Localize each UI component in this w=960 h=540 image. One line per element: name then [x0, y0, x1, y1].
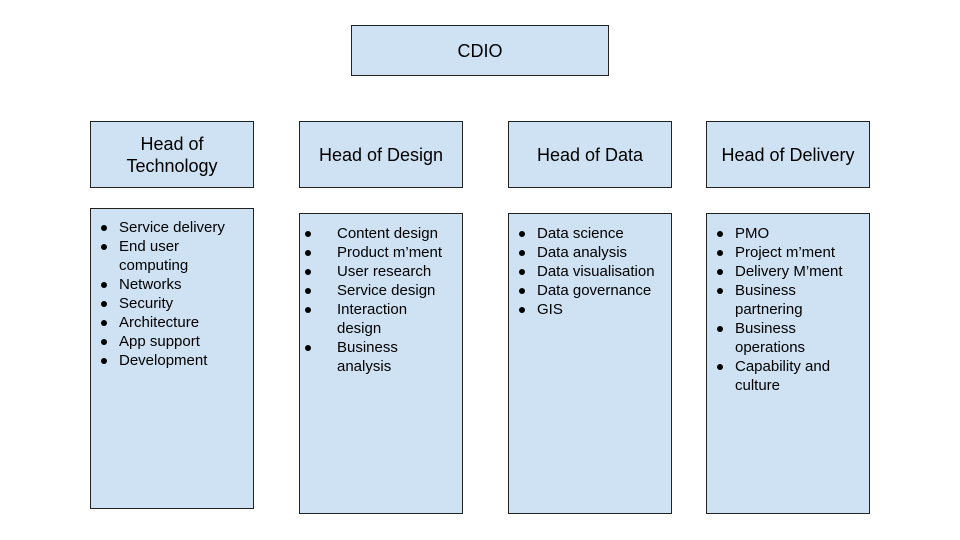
list-item: Data science: [519, 224, 671, 243]
bullet-icon: [101, 225, 107, 231]
list-item: Data governance: [519, 281, 671, 300]
bullet-icon: [717, 326, 723, 332]
list-item: User research: [305, 262, 455, 281]
design-responsibilities-box: Content design Product m’ment User resea…: [299, 213, 463, 514]
list-item: Business analysis: [305, 338, 412, 376]
cdio-box: CDIO: [351, 25, 609, 76]
bullet-icon: [305, 250, 311, 256]
design-responsibilities-list: Content design Product m’ment User resea…: [300, 214, 455, 376]
list-item: Networks: [101, 275, 237, 294]
bullet-icon: [717, 231, 723, 237]
bullet-icon: [101, 244, 107, 250]
bullet-icon: [519, 269, 525, 275]
technology-responsibilities-list: Service delivery End user computing Netw…: [91, 209, 237, 370]
head-of-delivery-label: Head of Delivery: [721, 144, 855, 165]
delivery-responsibilities-list: PMO Project m’ment Delivery M’ment Busin…: [707, 214, 855, 395]
list-item: End user computing: [101, 237, 199, 275]
bullet-icon: [717, 288, 723, 294]
bullet-icon: [305, 288, 311, 294]
bullet-icon: [717, 250, 723, 256]
delivery-responsibilities-box: PMO Project m’ment Delivery M’ment Busin…: [706, 213, 870, 514]
list-item: Data analysis: [519, 243, 671, 262]
head-of-design-box: Head of Design: [299, 121, 463, 188]
list-item: Project m’ment: [717, 243, 855, 262]
bullet-icon: [101, 301, 107, 307]
list-item: Service delivery: [101, 218, 237, 237]
bullet-icon: [101, 282, 107, 288]
list-item: Development: [101, 351, 237, 370]
list-item: Business operations: [717, 319, 815, 357]
bullet-icon: [305, 307, 311, 313]
list-item: Architecture: [101, 313, 237, 332]
list-item: Security: [101, 294, 237, 313]
bullet-icon: [519, 250, 525, 256]
cdio-label: CDIO: [457, 40, 503, 61]
head-of-data-label: Head of Data: [536, 144, 644, 165]
data-responsibilities-box: Data science Data analysis Data visualis…: [508, 213, 672, 514]
bullet-icon: [305, 345, 311, 351]
list-item: Capability and culture: [717, 357, 840, 395]
list-item: Delivery M’ment: [717, 262, 855, 281]
list-item: Business partnering: [717, 281, 815, 319]
head-of-data-box: Head of Data: [508, 121, 672, 188]
list-item: PMO: [717, 224, 855, 243]
bullet-icon: [717, 364, 723, 370]
bullet-icon: [101, 339, 107, 345]
bullet-icon: [519, 231, 525, 237]
list-item: Service design: [305, 281, 455, 300]
list-item: Data visualisation: [519, 262, 671, 281]
head-of-design-label: Head of Design: [318, 144, 444, 165]
technology-responsibilities-box: Service delivery End user computing Netw…: [90, 208, 254, 509]
bullet-icon: [519, 288, 525, 294]
list-item: GIS: [519, 300, 671, 319]
bullet-icon: [305, 231, 311, 237]
bullet-icon: [101, 320, 107, 326]
head-of-delivery-box: Head of Delivery: [706, 121, 870, 188]
bullet-icon: [717, 269, 723, 275]
list-item: Content design: [305, 224, 455, 243]
bullet-icon: [101, 358, 107, 364]
list-item: Interaction design: [305, 300, 427, 338]
bullet-icon: [519, 307, 525, 313]
head-of-technology-box: Head of Technology: [90, 121, 254, 188]
bullet-icon: [305, 269, 311, 275]
data-responsibilities-list: Data science Data analysis Data visualis…: [509, 214, 671, 319]
list-item: Product m’ment: [305, 243, 455, 262]
head-of-technology-label: Head of Technology: [126, 133, 218, 176]
list-item: App support: [101, 332, 237, 351]
